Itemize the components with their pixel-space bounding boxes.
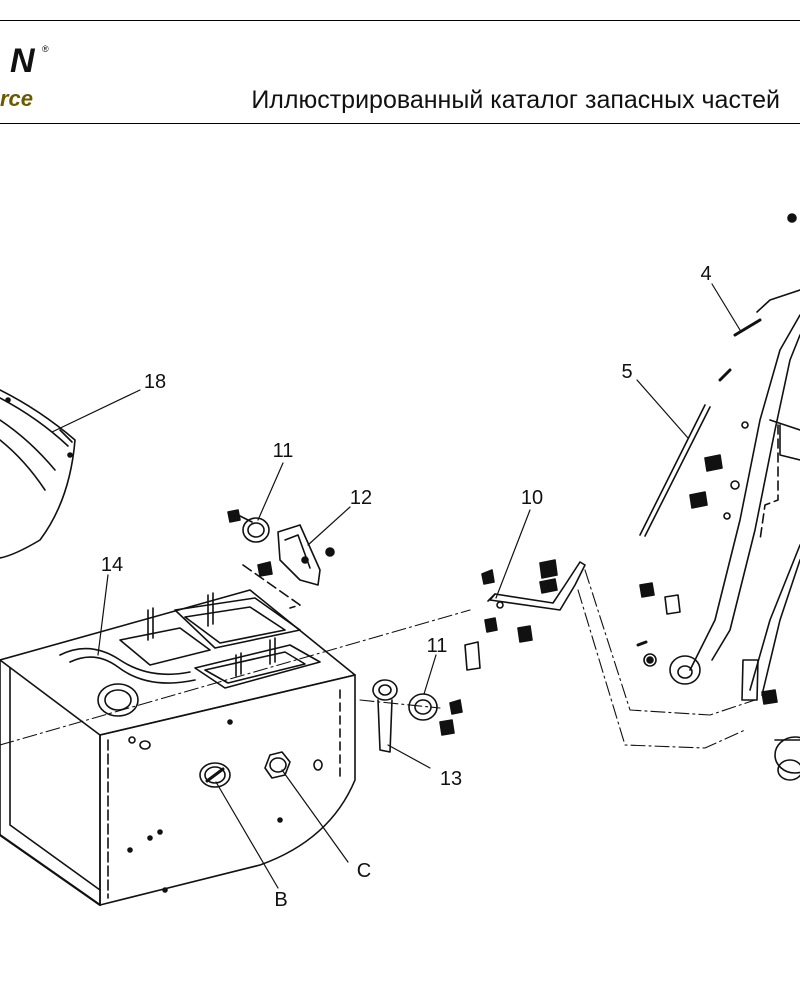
part-11-lower-washer [408,693,463,736]
part-10-lever [464,559,586,671]
callout-b: B [274,889,287,911]
assembly-centerlines [0,569,756,749]
brand-logo: N ® rce [0,34,70,116]
logo-tagline: rce [0,86,34,111]
part-18-shield [0,389,76,559]
handle-assembly [636,213,800,781]
page-header: N ® rce Иллюстрированный каталог запасны… [0,0,800,130]
callout-18: 18 [144,371,166,393]
callout-11-upper: 11 [273,440,294,462]
callout-14: 14 [101,554,123,576]
callout-12: 12 [350,487,372,509]
callout-5: 5 [621,361,632,383]
page-title: Иллюстрированный каталог запасных частей [251,86,780,114]
header-bottom-rule [0,123,800,124]
exploded-parts-diagram: 4 5 18 11 12 10 14 11 13 C B [0,213,800,911]
callout-leaders [51,283,741,889]
part-11-upper-washer [227,509,270,543]
header-top-rule [0,20,800,21]
callout-4: 4 [700,263,711,285]
callout-10: 10 [521,487,543,509]
part-12-bracket [242,524,335,609]
logo-registered-mark: ® [42,44,49,54]
callout-labels: 4 5 18 11 12 10 14 11 13 C B [101,263,712,911]
callout-11-lower: 11 [427,635,448,657]
part-13-pin [372,679,398,753]
callout-c: C [357,860,371,882]
callout-13: 13 [440,768,462,790]
logo-mark: N [10,42,35,80]
part-14-housing [0,589,356,907]
